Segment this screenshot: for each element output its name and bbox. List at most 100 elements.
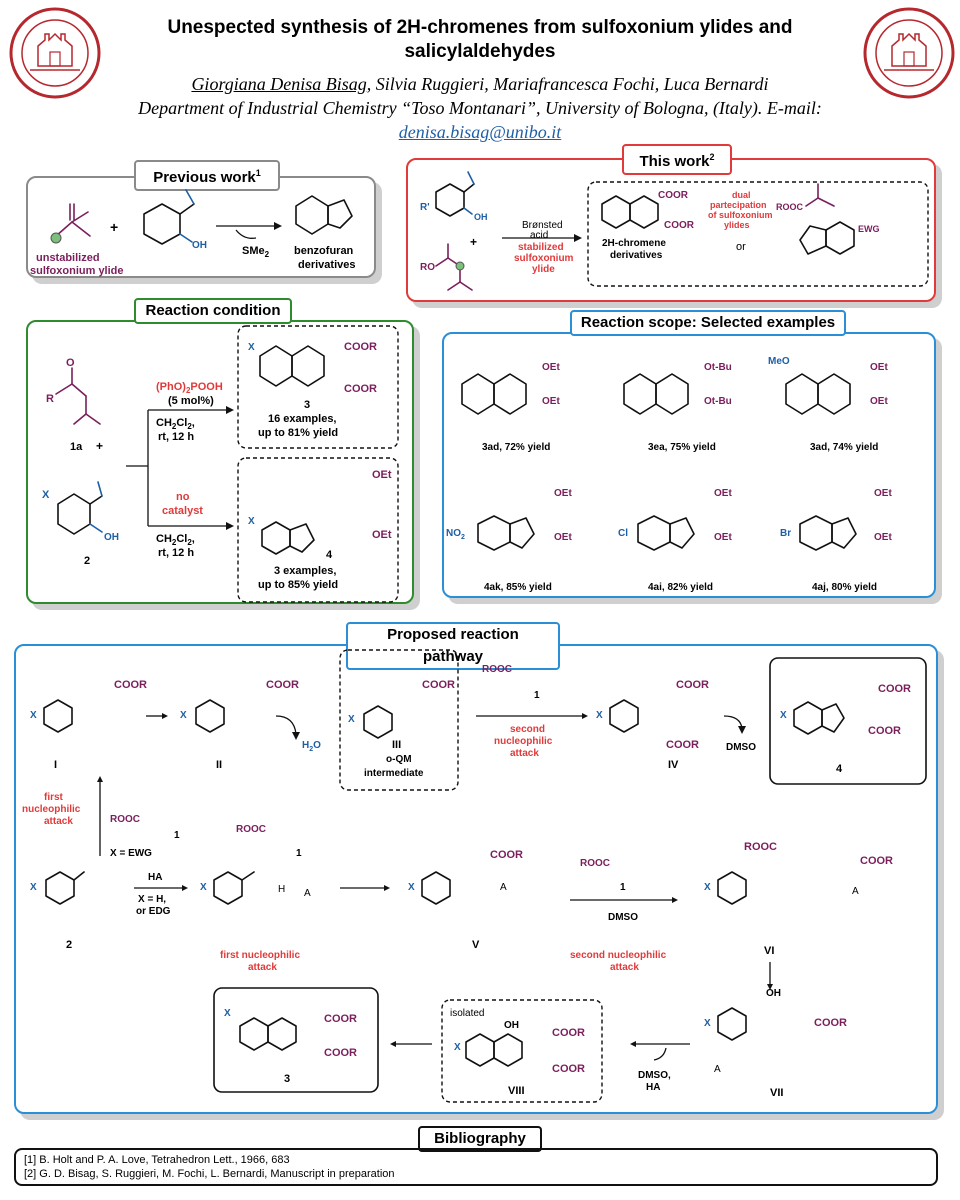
path-rooc-mid: ROOC [236,824,266,835]
cooR-3a: COOR [344,341,377,353]
dual-label-3: of sulfoxonium [708,210,773,220]
catalyst-label-2: acid [530,230,548,241]
time-label-b: rt, 12 h [158,547,194,559]
pathway-title: Proposed reaction pathway [346,622,560,670]
first-na-bottom-1: first nucleophilic [220,950,300,961]
vii-a: A [714,1064,721,1075]
solvent-sub-b: 2 [187,422,192,431]
product-3-label: 3 [284,1073,290,1085]
product-4-yield: up to 85% yield [258,579,338,591]
solvent-sub-c: 2 [172,538,177,547]
cooR-label-b: COOR [664,220,695,231]
svg-text:CH2Cl2,: CH2Cl2, [156,533,195,547]
path-cooR-iii: COOR [422,679,455,691]
path-x-4: X [780,710,787,721]
intermediate-vi: VI [764,945,774,957]
catalyst-loading: (5 mol%) [168,395,214,407]
viii-oh: OH [504,1020,519,1031]
path-cooR-v: COOR [490,849,523,861]
path-x-3: X [224,1008,231,1019]
compound-2: 2 [84,555,90,567]
path-x-iv: X [596,710,603,721]
x-ewg-label: X = EWG [110,848,152,859]
scope3-oet-a: OEt [870,362,888,373]
catalyst-label-1: Brønsted [522,220,563,231]
scope2-otbu-a: Ot-Bu [704,362,732,373]
path-x-iii: X [348,714,355,725]
reaction-condition-scheme: O R 1a + X OH 2 (PhO)2POOH (5 mol%) CH2C… [42,325,399,603]
oqm-label-1: o-QM [386,754,412,765]
path-ylide-1-left: 1 [174,830,180,841]
second-na-bottom-1: second nucleophilic [570,950,667,961]
no-catalyst-2: catalyst [162,505,203,517]
path-rooc-left: ROOC [110,814,140,825]
dual-label-4: ylides [724,220,750,230]
previous-work-title: Previous work1 [134,160,280,191]
path-x-i: X [30,710,37,721]
oh-label-3: OH [104,532,119,543]
path-rooc-right: ROOC [580,858,610,869]
second-na-2: nucleophilic [494,736,553,747]
scope5-oet-a: OEt [714,488,732,499]
solvent-sub-d: 2 [187,538,192,547]
stabilized-label-2: sulfoxonium [514,253,574,264]
solvent-c: CH [156,533,172,545]
this-work-ref: 2 [709,152,715,162]
reference-1: [1] B. Holt and P. A. Love, Tetrahedron … [24,1154,290,1166]
path-cooR-4a: COOR [878,683,911,695]
scope3-meo: MeO [768,356,790,367]
byproduct-label: SMe [242,245,265,257]
water-h: H [302,740,309,751]
rooc-label: ROOC [776,202,804,212]
scope5-oet-b: OEt [714,532,732,543]
stabilized-label-1: stabilized [518,242,564,253]
svg-text:SMe2: SMe2 [242,245,270,259]
x-edg-label: or EDG [136,906,171,917]
solvent-sub-a: 2 [172,422,177,431]
path-x-v: X [408,882,415,893]
intermediate-ii: II [216,759,222,771]
email-link[interactable]: denisa.bisag@unibo.it [398,122,562,142]
path-cooR-vii: COOR [814,1017,847,1029]
svg-text:NO2: NO2 [446,528,465,541]
this-work-title-text: This work [639,153,710,170]
intermediate-viii: VIII [508,1085,525,1097]
product-4-label: 4 [836,763,843,775]
solvent-d: Cl [176,533,187,545]
path-x-viii: X [454,1042,461,1053]
ewg-label: EWG [858,224,880,234]
path-x-vi: X [704,882,711,893]
path-cooR-iv-b: COOR [666,739,699,751]
scope-label-3ea: 3ea, 75% yield [648,442,716,453]
scope-label-4aj: 4aj, 80% yield [812,582,877,593]
first-na-3: attack [44,816,73,827]
product-label-1: benzofuran [294,245,354,257]
no-catalyst-1: no [176,491,190,503]
path-x-ha: X [200,882,207,893]
stabilized-label-3: ylide [532,264,555,275]
oh-label-2: OH [474,212,488,222]
chromene-label-2: derivatives [610,250,663,261]
plus-sign-3: + [96,439,103,453]
solvent-b: Cl [176,417,187,429]
scope-label-3ad-2: 3ad, 74% yield [810,442,878,453]
plus-sign-2: + [470,235,477,249]
path-ylide-1-top: 1 [534,690,540,701]
coauthors: , Silvia Ruggieri, Mariafrancesca Fochi,… [366,74,769,94]
dmso-mid: DMSO [608,912,638,923]
title-line-2: salicylaldehydes [404,41,556,62]
title-line-1: Unespected synthesis of 2H-chromenes fro… [167,17,793,38]
intermediate-i: I [54,759,57,771]
poster-title: Unespected synthesis of 2H-chromenes fro… [150,16,810,64]
compound-1a: 1a [70,441,83,453]
path-cooR-viii-a: COOR [552,1027,585,1039]
catalyst-sub: 2 [186,386,191,395]
vi-a: A [852,886,859,897]
first-na-2: nucleophilic [22,804,81,815]
product-4-number: 4 [326,549,333,561]
ylide-label-1: unstabilized [36,252,100,264]
scope6-oet-a: OEt [874,488,892,499]
solvent-comma: , [192,417,195,429]
scope-label-4ak: 4ak, 85% yield [484,582,552,593]
scope3-oet-b: OEt [870,396,888,407]
